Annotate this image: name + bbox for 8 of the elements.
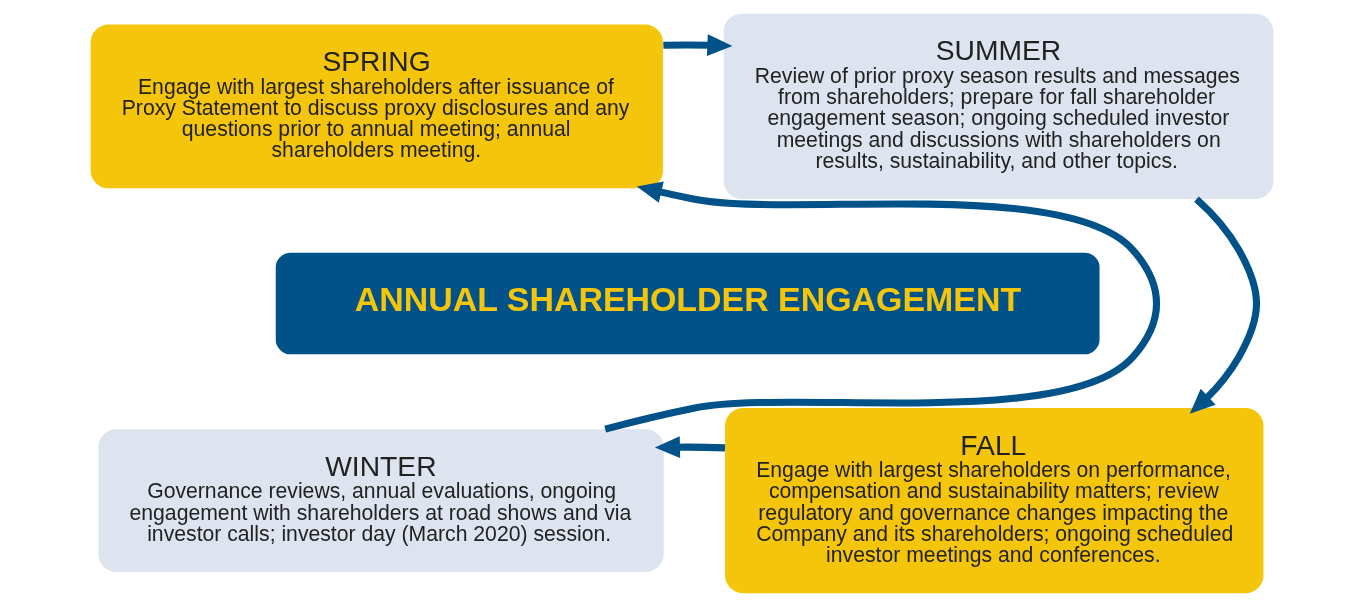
node-box: WINTER Governance reviews, annual evaluations, ongoing engagement with shareholders at road shows and via investor calls; investor day (March 2020) session. [98, 429, 664, 572]
arrow [1189, 196, 1260, 414]
node-box: SUMMER Review of prior proxy season results and messages from shareholders; prepare for fall shareholder engagement season; ongoing scheduled investor meetings and discussions with shareholders on results, sustainability, and other topics. [723, 13, 1274, 199]
node-box: SPRING Engage with largest shareholders after issuance of Proxy Statement to discuss proxy disclosures and any questions prior to annual meeting; annual shareholders meeting. [90, 24, 663, 189]
arrow [604, 181, 1160, 433]
arrow [663, 34, 733, 57]
node-box: FALL Engage with largest shareholders on performance, compensation and sustainability matters; review regulatory and governance changes impacting the Company and its shareholders; ongoing scheduled investor meetings and conferences. [725, 408, 1264, 594]
arrow [654, 436, 726, 459]
